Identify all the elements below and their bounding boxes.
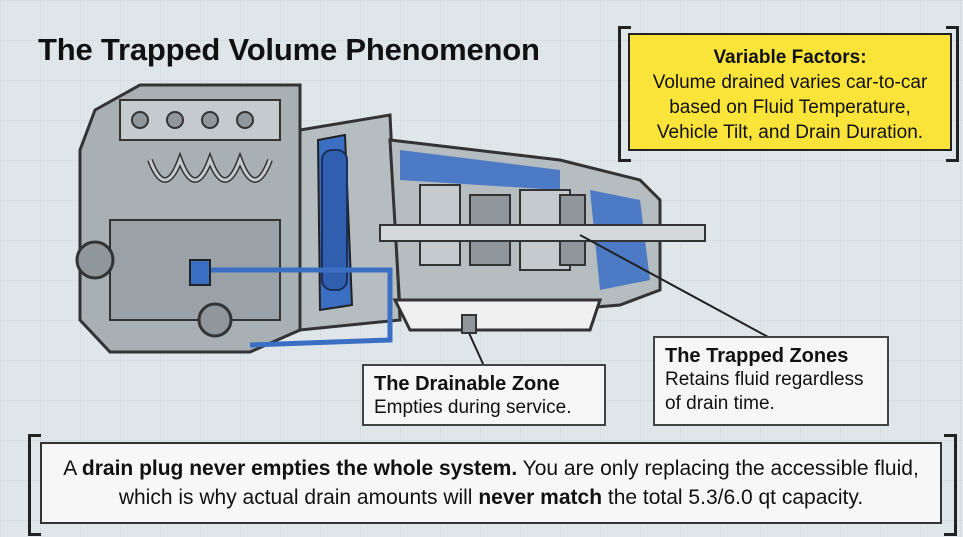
factors-heading: Variable Factors:: [713, 47, 867, 68]
trapped-leader-line: [579, 234, 771, 339]
drainable-text: Empties during service.: [374, 397, 572, 418]
summary-box: A drain plug never empties the whole sys…: [40, 442, 942, 524]
summary-bracket-left: [28, 434, 41, 536]
drainable-zone-callout: The Drainable Zone Empties during servic…: [362, 364, 606, 426]
output-shaft: [379, 224, 706, 242]
summary-part-1: A: [63, 457, 82, 480]
fluid-fitting: [189, 259, 211, 286]
drainable-leader-line: [468, 332, 485, 367]
variable-factors-box: Variable Factors: Volume drained varies …: [628, 33, 952, 151]
summary-part-3: the total 5.3/6.0 qt capacity.: [602, 486, 864, 509]
cooler-line: [200, 267, 393, 348]
drain-plug: [461, 314, 477, 334]
factors-bracket-right: [946, 26, 959, 162]
bell-housing: [298, 113, 402, 332]
factors-bracket-left: [618, 26, 631, 162]
trapped-line-2: of drain time.: [665, 393, 775, 414]
engine-block: [75, 83, 302, 354]
summary-bold-2: never match: [478, 486, 603, 509]
trapped-line-1: Retains fluid regardless: [665, 369, 864, 390]
summary-bracket-right: [944, 434, 957, 536]
trapped-heading: The Trapped Zones: [665, 345, 849, 367]
factors-line-2: based on Fluid Temperature,: [669, 97, 911, 118]
trapped-zone-callout: The Trapped Zones Retains fluid regardle…: [653, 336, 889, 426]
factors-line-3: Vehicle Tilt, and Drain Duration.: [656, 122, 924, 143]
factors-line-1: Volume drained varies car-to-car: [652, 72, 928, 93]
summary-part-2: You are only replacing the accessible fl…: [118, 457, 919, 509]
oil-pan: [392, 298, 603, 332]
drainable-heading: The Drainable Zone: [374, 373, 560, 395]
page-title: The Trapped Volume Phenomenon: [38, 32, 540, 67]
summary-bold-1: drain plug never empties the whole syste…: [81, 457, 518, 480]
